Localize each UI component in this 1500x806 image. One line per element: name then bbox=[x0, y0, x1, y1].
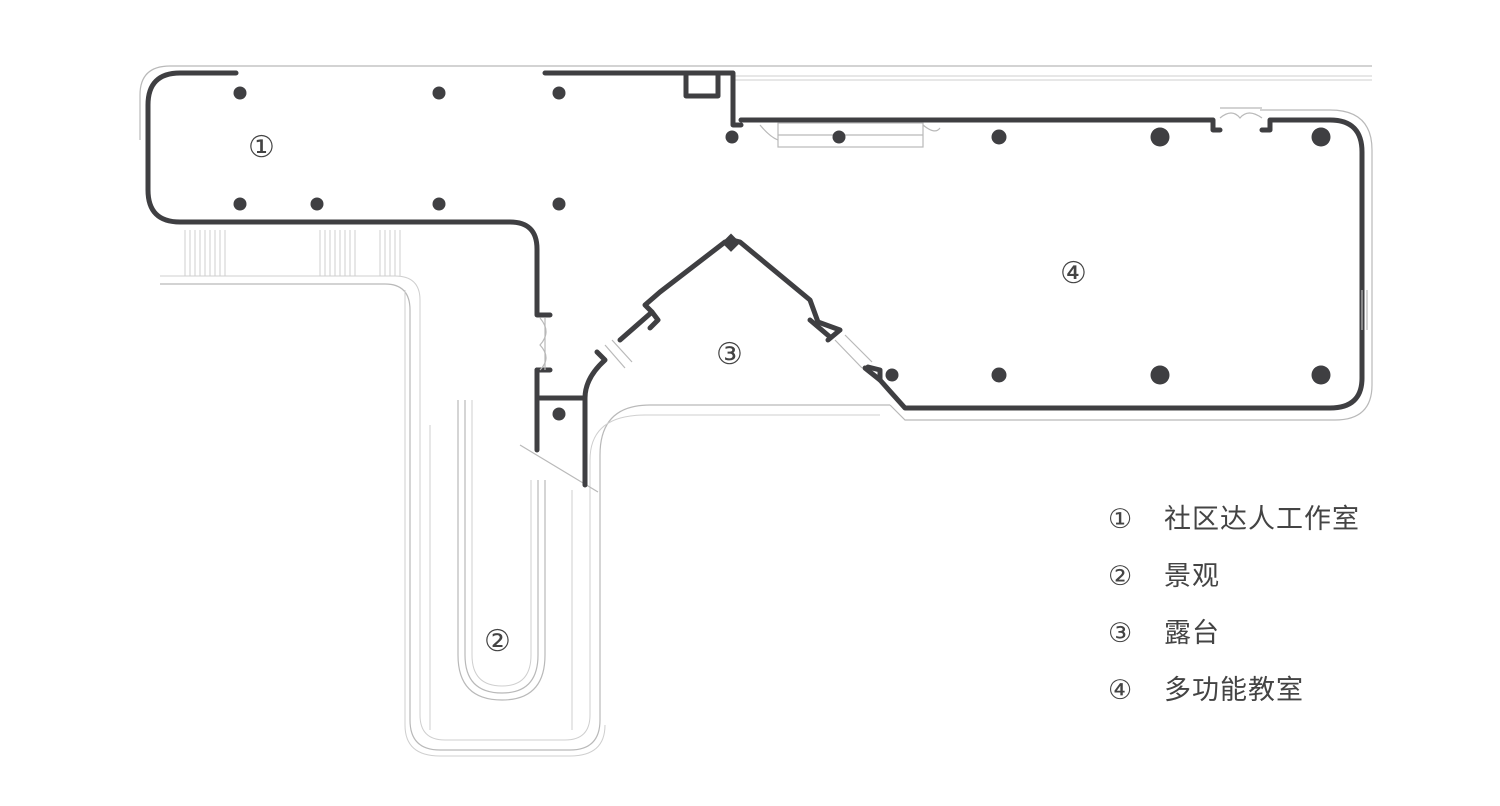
legend-label: 社区达人工作室 bbox=[1164, 504, 1360, 535]
column bbox=[233, 86, 247, 100]
legend-label: 景观 bbox=[1164, 561, 1220, 592]
column bbox=[233, 197, 247, 211]
legend-item: ② 景观 bbox=[1108, 557, 1360, 614]
column bbox=[1311, 365, 1331, 385]
room-2-marker: ② bbox=[484, 624, 511, 659]
legend-item: ① 社区达人工作室 bbox=[1108, 500, 1360, 557]
legend-item: ④ 多功能教室 bbox=[1108, 671, 1360, 728]
column bbox=[1311, 127, 1331, 147]
column bbox=[991, 129, 1007, 145]
column bbox=[310, 197, 324, 211]
legend: ① 社区达人工作室 ② 景观 ③ 露台 ④ 多功能教室 bbox=[1108, 500, 1360, 728]
legend-marker: ④ bbox=[1108, 675, 1133, 706]
legend-item: ③ 露台 bbox=[1108, 614, 1360, 671]
columns bbox=[233, 86, 1331, 421]
room-3-marker: ③ bbox=[716, 337, 743, 372]
room-1-marker: ① bbox=[248, 130, 275, 165]
walls bbox=[145, 70, 1365, 488]
legend-marker: ② bbox=[1108, 561, 1133, 592]
column bbox=[991, 367, 1007, 383]
column bbox=[432, 197, 446, 211]
openings bbox=[539, 107, 1368, 371]
legend-marker: ③ bbox=[1108, 618, 1133, 649]
legend-marker: ① bbox=[1108, 504, 1133, 535]
column bbox=[885, 368, 899, 382]
column bbox=[552, 86, 566, 100]
column bbox=[552, 407, 566, 421]
column bbox=[725, 130, 739, 144]
column bbox=[1150, 365, 1170, 385]
column bbox=[552, 197, 566, 211]
column bbox=[1150, 127, 1170, 147]
site-outline bbox=[139, 65, 1373, 757]
column bbox=[721, 233, 741, 252]
column bbox=[832, 130, 846, 144]
legend-label: 多功能教室 bbox=[1164, 675, 1304, 706]
room-4-marker: ④ bbox=[1060, 256, 1087, 291]
legend-label: 露台 bbox=[1164, 618, 1220, 649]
column bbox=[432, 86, 446, 100]
